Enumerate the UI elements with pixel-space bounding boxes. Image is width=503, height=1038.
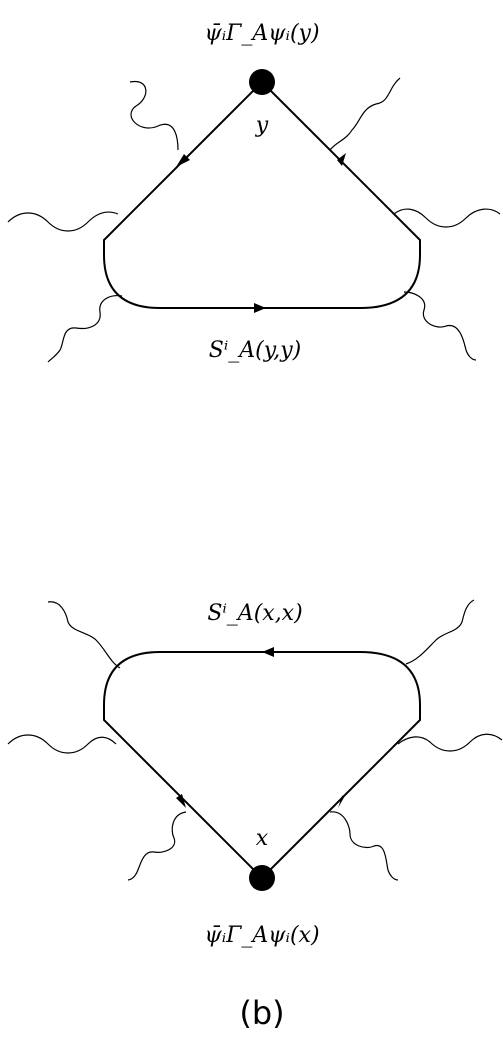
bottom-arrow-left [176, 794, 186, 808]
top-photon-upper-left [129, 80, 179, 151]
top-photon-right [393, 208, 501, 228]
bottom-photon-left [7, 734, 117, 754]
top-arrow-left [176, 154, 190, 167]
bottom-photon-lower-right [329, 811, 399, 881]
bottom-arrow-top [262, 647, 274, 657]
top-photon-lower-left [47, 295, 123, 363]
bottom-photon-upper-left [47, 601, 121, 669]
bottom-vertex [249, 865, 275, 891]
top-arrow-right [337, 153, 346, 166]
bottom-photon-right [397, 733, 503, 752]
top-diagram: ψ̄ᵢΓ_Aψᵢ(y) y Sⁱ_A(y,y) [7, 21, 501, 363]
bottom-arrow-right [338, 794, 346, 808]
bottom-vertex-label: x [256, 826, 269, 851]
top-propagator-label: Sⁱ_A(y,y) [209, 338, 301, 363]
top-operator-label: ψ̄ᵢΓ_Aψᵢ(y) [204, 21, 319, 46]
top-fermion-loop [103, 80, 421, 309]
bottom-photon-upper-right [405, 599, 475, 665]
bottom-diagram: Sⁱ_A(x,x) x ψ̄ᵢΓ_Aψᵢ(x) [7, 599, 503, 948]
top-photon-lower-right [403, 291, 477, 361]
bottom-propagator-label: Sⁱ_A(x,x) [207, 601, 302, 626]
top-arrow-bottom [254, 303, 266, 313]
bottom-operator-label: ψ̄ᵢΓ_Aψᵢ(x) [204, 923, 319, 948]
bottom-photon-lower-left [127, 811, 187, 881]
top-photon-upper-right [329, 77, 401, 151]
bottom-fermion-loop [103, 651, 421, 880]
top-vertex [249, 69, 275, 95]
top-vertex-label: y [255, 113, 269, 138]
top-photon-left [7, 211, 119, 232]
figure-caption: (b) [239, 994, 284, 1032]
